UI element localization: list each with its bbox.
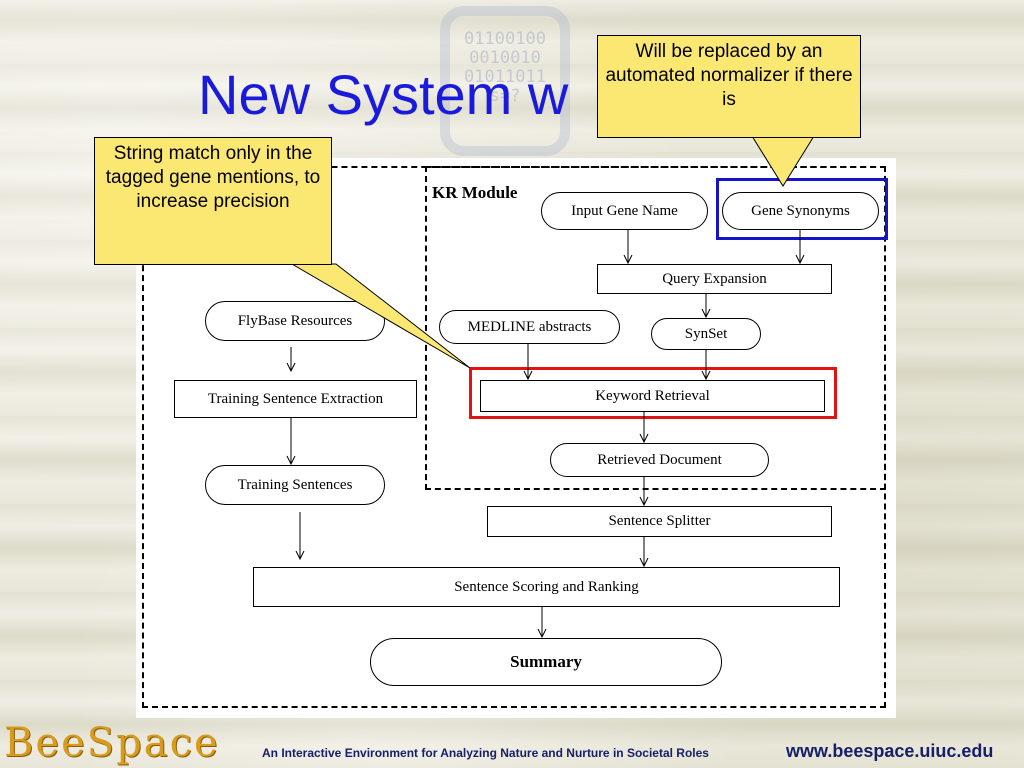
node-summary: Summary — [370, 638, 722, 686]
watermark-line: s=? — [489, 86, 521, 106]
node-medline-abstracts: MEDLINE abstracts — [439, 310, 620, 344]
node-training-sentence-extraction: Training Sentence Extraction — [174, 380, 417, 418]
node-sentence-scoring: Sentence Scoring and Ranking — [253, 567, 840, 607]
node-query-expansion: Query Expansion — [597, 264, 832, 294]
node-synset: SynSet — [651, 318, 761, 350]
binary-logo-watermark: 01100100 0010010 01011011 s=? — [440, 6, 570, 156]
watermark-line: 01011011 — [464, 67, 546, 87]
node-input-gene-name: Input Gene Name — [541, 192, 708, 230]
node-retrieved-document: Retrieved Document — [550, 443, 769, 477]
node-flybase-resources: FlyBase Resources — [205, 301, 385, 341]
retrieval-callout: String match only in the tagged gene men… — [94, 137, 332, 265]
footer-url[interactable]: www.beespace.uiuc.edu — [786, 741, 994, 761]
synonyms-callout: Will be replaced by an automated normali… — [597, 35, 861, 138]
node-training-sentences: Training Sentences — [205, 465, 385, 505]
node-sentence-splitter: Sentence Splitter — [487, 506, 832, 537]
kr-module-label: KR Module — [432, 183, 518, 202]
gene-synonyms-highlight — [716, 178, 888, 240]
node-gene-synonyms: Gene Synonyms — [722, 192, 879, 230]
slide-title: New System w — [198, 63, 569, 126]
beespace-logo: BeeSpace — [4, 720, 220, 766]
keyword-retrieval-highlight — [469, 367, 837, 419]
watermark-line: 0010010 — [469, 48, 541, 68]
footer-tagline: An Interactive Environment for Analyzing… — [262, 746, 709, 760]
node-keyword-retrieval: Keyword Retrieval — [480, 380, 825, 412]
watermark-line: 01100100 — [464, 29, 546, 49]
